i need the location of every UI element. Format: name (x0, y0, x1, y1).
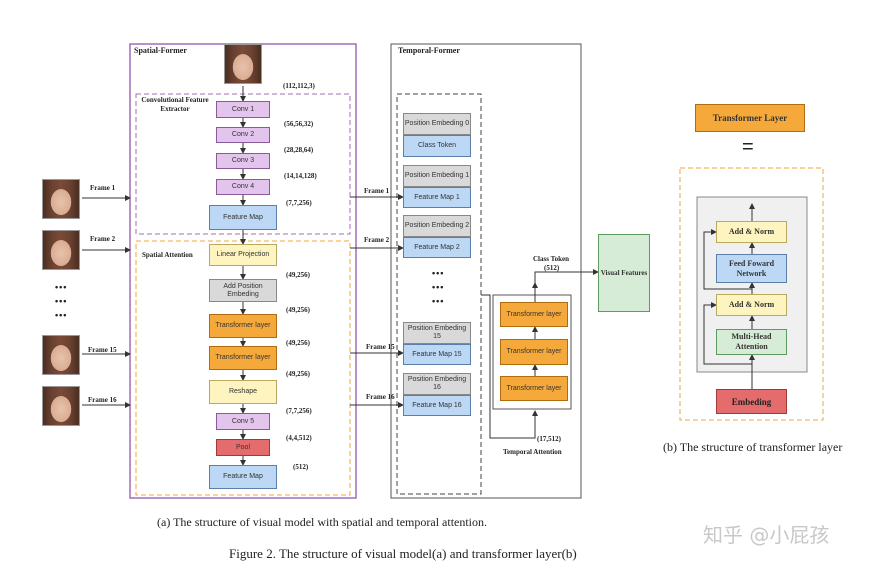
arrow-label: Frame 2 (364, 236, 390, 244)
position-embedding-0: Position Embeding 0 (403, 113, 471, 135)
spatial-former-title: Spatial-Former (134, 46, 187, 55)
multi-head-attention-block: Multi-Head Attention (716, 329, 787, 355)
visual-features-block: Visual Features (598, 234, 650, 312)
temporal-input-shape: (17,512) (537, 435, 561, 443)
shape-label: (56,56,32) (284, 120, 314, 128)
ellipsis: ••• (432, 268, 445, 278)
position-embedding-15: Position Embeding 15 (403, 322, 471, 344)
class-token-out-shape: (512) (544, 264, 560, 272)
shape-label: (14,14,128) (284, 172, 317, 180)
shape-label: (49,256) (286, 271, 310, 279)
position-embedding-1: Position Embeding 1 (403, 165, 471, 187)
embedding-block: Embeding (716, 389, 787, 414)
position-embedding-2: Position Embeding 2 (403, 215, 471, 237)
temporal-transformer-block-2: Transformer layer (500, 339, 568, 365)
feature-map-2-block: Feature Map 2 (403, 237, 471, 258)
reshape-block: Reshape (209, 380, 277, 404)
shape-label: (49,256) (286, 306, 310, 314)
shape-label: (4,4,512) (286, 434, 312, 442)
class-token-block: Class Token (403, 135, 471, 157)
frame-1-label: Frame 1 (90, 184, 116, 192)
conv4-block: Conv 4 (216, 179, 270, 195)
shape-label: (28,28,64) (284, 146, 314, 154)
conv3-block: Conv 3 (216, 153, 270, 169)
input-face-image (224, 44, 262, 84)
frame-2-label: Frame 2 (90, 235, 116, 243)
temporal-former-title: Temporal-Former (398, 46, 460, 55)
frame-15-label: Frame 15 (88, 346, 117, 354)
input-shape-label: (112,112,3) (283, 82, 315, 90)
watermark: 知乎 @小屁孩 (703, 523, 830, 547)
conv2-block: Conv 2 (216, 127, 270, 143)
conv-extractor-label: Convolutional Feature Extractor (141, 96, 209, 113)
arrow-label: Frame 15 (366, 343, 395, 351)
temporal-transformer-block-1: Transformer layer (500, 376, 568, 401)
frame-16-label: Frame 16 (88, 396, 117, 404)
add-position-embedding-block: Add Position Embeding (209, 279, 277, 302)
shape-label: (7,7,256) (286, 407, 312, 415)
transformer-layer-title-block: Transformer Layer (695, 104, 805, 132)
feature-map-block-1: Feature Map (209, 205, 277, 230)
shape-label: (49,256) (286, 370, 310, 378)
feed-forward-block: Feed Foward Network (716, 254, 787, 283)
frame-2-image (42, 230, 80, 270)
pool-block: Pool (216, 439, 270, 456)
conv5-block: Conv 5 (216, 413, 270, 430)
position-embedding-16: Position Embeding 16 (403, 373, 471, 395)
temporal-attention-label: Temporal Attention (503, 448, 562, 456)
transformer-layer-block-2: Transformer layer (209, 346, 277, 370)
linear-projection-block: Linear Projection (209, 244, 277, 266)
feature-map-1-block: Feature Map 1 (403, 187, 471, 208)
ellipsis: ••• (55, 296, 68, 306)
arrow-label: Frame 1 (364, 187, 390, 195)
spatial-attention-label: Spatial Attention (142, 251, 193, 259)
add-norm-bottom-block: Add & Norm (716, 294, 787, 316)
feature-map-16-block: Feature Map 16 (403, 395, 471, 416)
equals-sign: = (742, 136, 754, 158)
class-token-out-label: Class Token (533, 255, 569, 263)
caption-b: (b) The structure of transformer layer (663, 440, 843, 454)
arrow-label: Frame 16 (366, 393, 395, 401)
shape-label: (7,7,256) (286, 199, 312, 207)
ellipsis: ••• (432, 296, 445, 306)
frame-1-image (42, 179, 80, 219)
transformer-layer-block-1: Transformer layer (209, 314, 277, 338)
caption-a: (a) The structure of visual model with s… (157, 515, 488, 529)
add-norm-top-block: Add & Norm (716, 221, 787, 243)
ellipsis: ••• (55, 310, 68, 320)
feature-map-block-2: Feature Map (209, 465, 277, 489)
ellipsis: ••• (55, 282, 68, 292)
shape-label: (49,256) (286, 339, 310, 347)
conv1-block: Conv 1 (216, 101, 270, 118)
temporal-transformer-block-3: Transformer layer (500, 302, 568, 327)
ellipsis: ••• (432, 282, 445, 292)
shape-label: (512) (293, 463, 309, 471)
frame-16-image (42, 386, 80, 426)
figure-caption: Figure 2. The structure of visual model(… (229, 546, 577, 561)
frame-15-image (42, 335, 80, 375)
feature-map-15-block: Feature Map 15 (403, 344, 471, 365)
